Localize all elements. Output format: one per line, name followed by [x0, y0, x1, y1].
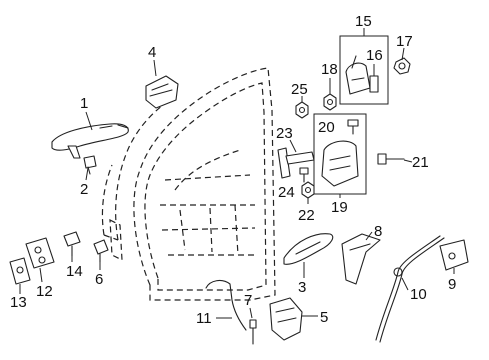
callout-8: 8 [374, 223, 382, 240]
part-22-nut [301, 181, 315, 199]
part-21-bolt [377, 153, 405, 165]
part-23-hinge-strap [277, 147, 315, 179]
callout-4: 4 [148, 44, 156, 61]
part-19-hinge [321, 140, 359, 187]
part-20-bolt [347, 119, 359, 135]
callout-22: 22 [298, 207, 315, 224]
leader-12 [39, 267, 43, 283]
callout-7: 7 [244, 292, 252, 309]
callout-2: 2 [80, 181, 88, 198]
part-3-interior-handle [283, 233, 334, 265]
part-6-clip [93, 239, 109, 263]
part-17-nut [393, 57, 411, 75]
callout-6: 6 [95, 271, 103, 288]
part-9-reinforcement [439, 239, 469, 271]
part-7-screw [249, 319, 257, 345]
door-shell-outline [101, 67, 276, 301]
callout-24: 24 [278, 184, 295, 201]
leader-7 [249, 307, 253, 319]
callout-9: 9 [448, 276, 456, 293]
callout-21: 21 [412, 154, 429, 171]
callout-20: 20 [318, 119, 335, 136]
part-24-bolt [299, 167, 309, 183]
part-18-nut [323, 93, 337, 111]
callout-17: 17 [396, 33, 413, 50]
part-1-exterior-handle [51, 123, 129, 159]
leader-4 [153, 59, 157, 77]
callout-10: 10 [410, 286, 427, 303]
callout-18: 18 [321, 61, 338, 78]
part-11-rod [205, 279, 247, 331]
part-10-cable [375, 235, 445, 343]
leader-23 [289, 139, 297, 153]
callout-1: 1 [80, 95, 88, 112]
callout-labels: 1 2 3 4 5 6 7 8 9 10 11 12 13 14 15 16 1… [10, 13, 456, 327]
callout-23: 23 [276, 125, 293, 142]
leader-21 [403, 159, 413, 163]
part-16-bracket [345, 55, 379, 95]
callout-15: 15 [355, 13, 372, 30]
part-14-clip [63, 231, 81, 257]
part-4-module [145, 75, 179, 109]
callout-19: 19 [331, 199, 348, 216]
callout-5: 5 [320, 309, 328, 326]
part-8-bracket [341, 233, 381, 285]
part-25-nut [295, 101, 309, 119]
part-2-clip [83, 155, 97, 175]
leader-17 [401, 47, 405, 61]
part-12-bracket [25, 237, 55, 269]
callout-3: 3 [298, 279, 306, 296]
callout-25: 25 [291, 81, 308, 98]
part-5-latch [269, 297, 303, 341]
part-13-plate [9, 257, 31, 285]
leader-2 [85, 167, 89, 181]
callout-12: 12 [36, 283, 53, 300]
leader-10 [401, 277, 409, 291]
callout-16: 16 [366, 47, 383, 64]
callout-13: 13 [10, 294, 27, 311]
leader-8 [365, 231, 373, 241]
leader-1 [85, 111, 93, 131]
callout-14: 14 [66, 263, 83, 280]
callout-11: 11 [196, 310, 212, 327]
